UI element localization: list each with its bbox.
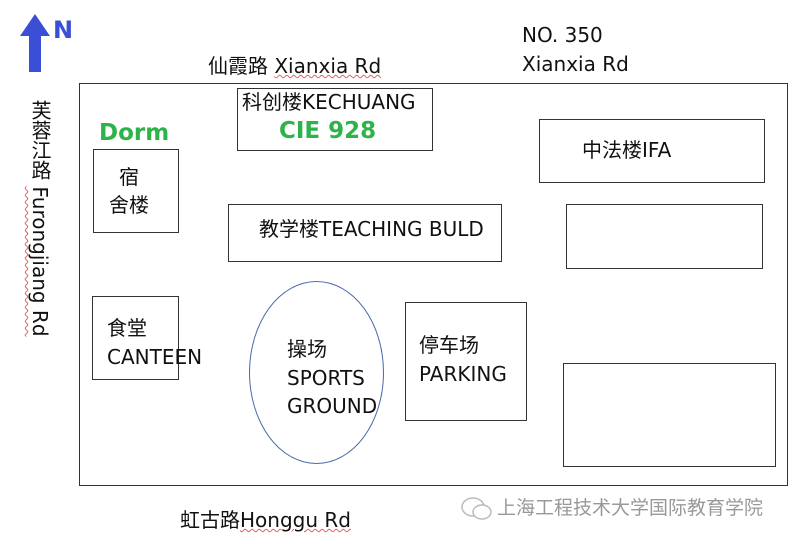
north-road-label: 仙霞路 Xianxia Rd: [208, 54, 382, 78]
ifa-label: 中法楼IFA: [582, 138, 672, 162]
watermark-text: 上海工程技术大学国际教育学院: [497, 497, 764, 519]
dorm-highlight: Dorm: [99, 120, 170, 146]
sports-label-2: SPORTS: [287, 366, 365, 390]
canteen-label-1: 食堂: [107, 316, 147, 340]
kechuang-label: 科创楼KECHUANG: [242, 90, 416, 114]
address-line1: NO. 350: [522, 23, 603, 47]
teaching-label: 教学楼TEACHING BULD: [259, 217, 484, 241]
unlabeled-building-1: [566, 204, 763, 269]
cie-928-label: CIE 928: [279, 118, 377, 144]
parking-label-1: 停车场: [419, 333, 479, 357]
wechat-icon: [461, 497, 492, 520]
north-arrow-icon: [20, 14, 50, 72]
teaching-building: [228, 204, 502, 262]
sports-label-1: 操场: [287, 337, 327, 361]
canteen-label-2: CANTEEN: [107, 345, 203, 369]
sports-label-3: GROUND: [287, 394, 378, 418]
dorm-label-1: 宿: [119, 165, 139, 189]
kechuang-building: [237, 88, 433, 151]
dorm-label-2: 舍楼: [109, 193, 149, 217]
parking-lot: [405, 302, 527, 421]
south-road-label: 虹古路Honggu Rd: [180, 508, 351, 532]
sports-ground: [249, 281, 384, 464]
dorm-building: [93, 149, 179, 233]
unlabeled-building-2: [563, 363, 776, 467]
parking-label-2: PARKING: [419, 362, 507, 386]
canteen-building: [92, 296, 179, 380]
ifa-building: [539, 119, 765, 183]
north-label: N: [53, 16, 74, 44]
address-line2: Xianxia Rd: [522, 52, 629, 76]
west-road-label: 芙蓉江路 Furongjiang Rd: [28, 100, 52, 337]
